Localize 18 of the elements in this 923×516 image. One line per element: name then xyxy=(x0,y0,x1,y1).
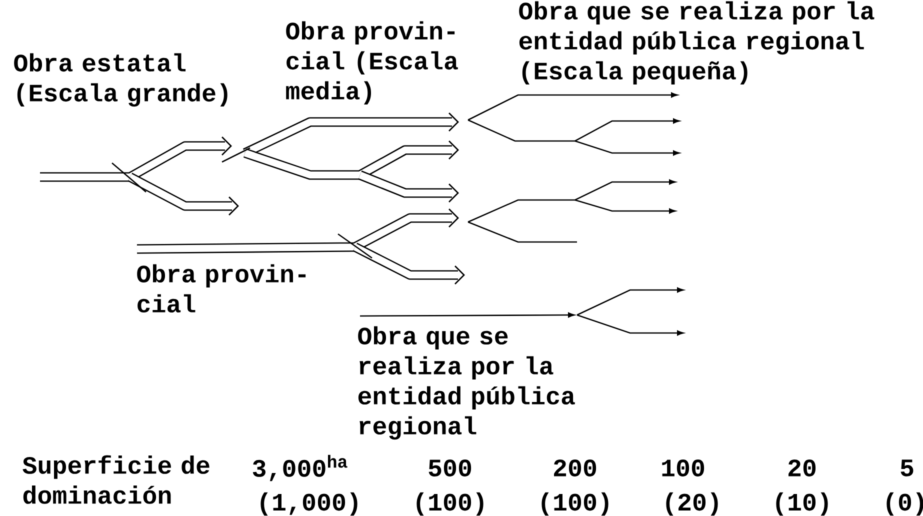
table-value: (20) xyxy=(666,492,718,516)
table-value: (100) xyxy=(542,492,608,516)
table-value: (100) xyxy=(416,492,484,516)
table-value: 20 xyxy=(788,460,816,476)
annotation-text: Obra provin- cial xyxy=(137,264,306,313)
table-value: 500 xyxy=(428,460,472,476)
table-value: (0) xyxy=(886,492,923,516)
table-value: (1,000) xyxy=(260,492,358,516)
annotation-text: Obra provin- cial (Escala media) xyxy=(286,21,458,104)
table-value: 3,000$^{ha}$ xyxy=(252,454,348,482)
table-value: 5 xyxy=(900,460,914,476)
annotation-text: Superficie de dominación xyxy=(22,455,210,504)
annotation-text: Obra que se realiza por la entidad pública regional xyxy=(358,326,575,440)
table-value: 100 xyxy=(662,460,704,476)
table-value: (10) xyxy=(776,492,828,516)
annotation-text: Obra estatal (Escala grande) xyxy=(14,53,228,107)
annotation-text: Obra que se realiza por la entidad pública regional (Escala pequeña) xyxy=(519,1,874,84)
table-value: 200 xyxy=(554,460,596,476)
